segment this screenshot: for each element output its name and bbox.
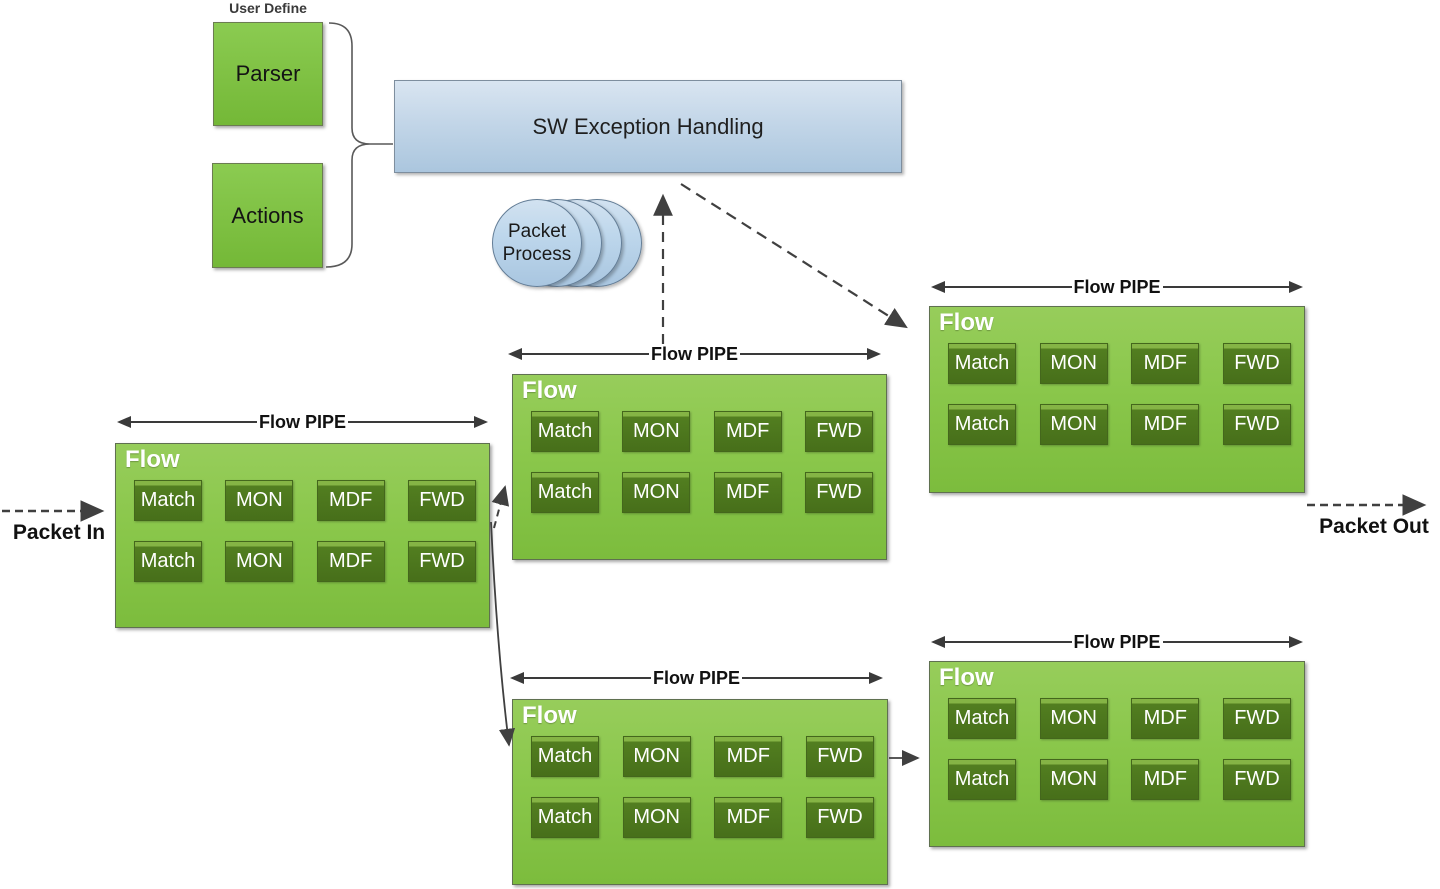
arrow-left-icon bbox=[508, 348, 522, 360]
flow-pipe-2-header: Flow PIPE bbox=[508, 343, 882, 365]
flow-pipe-1-row-2: Match MON MDF FWD bbox=[134, 541, 476, 582]
flow-pipe-3-row-1: Match MON MDF FWD bbox=[948, 343, 1291, 384]
pipe-stage-fwd: FWD bbox=[1222, 404, 1291, 445]
pipe-stage-fwd: FWD bbox=[1222, 343, 1291, 384]
pipe-stage-match: Match bbox=[948, 404, 1016, 445]
pipe-stage-mdf: MDF bbox=[1131, 759, 1200, 800]
arrow-left-icon bbox=[510, 672, 524, 684]
arrow-right-icon bbox=[869, 672, 884, 684]
pipe1-to-pipe4-arrow bbox=[490, 521, 516, 747]
pipe-stage-fwd: FWD bbox=[805, 797, 874, 838]
pipe-stage-mdf: MDF bbox=[316, 541, 385, 582]
pipe-stage-match: Match bbox=[948, 698, 1016, 739]
pipe-stage-match: Match bbox=[948, 759, 1016, 800]
flow-pipe-1-flow-label: Flow bbox=[125, 446, 180, 473]
pipe-stage-mon: MON bbox=[225, 480, 294, 521]
flow-pipe-1-header: Flow PIPE bbox=[117, 411, 489, 433]
pipe-stage-mon: MON bbox=[1039, 343, 1108, 384]
flow-pipe-5-title: Flow PIPE bbox=[1073, 631, 1161, 652]
parser-box: Parser bbox=[213, 22, 323, 126]
pipe-stage-mdf: MDF bbox=[1131, 698, 1200, 739]
arrow-left-icon bbox=[931, 281, 945, 293]
flow-pipe-4-row-2: Match MON MDF FWD bbox=[531, 797, 874, 838]
pipe-stage-mdf: MDF bbox=[714, 797, 783, 838]
arrow-left-icon bbox=[117, 416, 131, 428]
flow-pipe-2-flow-label: Flow bbox=[522, 377, 577, 404]
pipe-stage-match: Match bbox=[134, 480, 202, 521]
pipe1-to-pipe2-arrow bbox=[491, 485, 510, 529]
arrow-right-icon bbox=[1289, 636, 1304, 648]
pipe-stage-fwd: FWD bbox=[407, 480, 476, 521]
pipe-stage-fwd: FWD bbox=[1222, 698, 1291, 739]
flow-pipe-5-header: Flow PIPE bbox=[931, 631, 1304, 653]
flow-pipe-2-row-1: Match MON MDF FWD bbox=[531, 411, 873, 452]
packet-in-label: Packet In bbox=[12, 521, 106, 544]
flow-pipe-3-title: Flow PIPE bbox=[1073, 276, 1161, 297]
flow-pipe-4-header: Flow PIPE bbox=[510, 667, 884, 689]
flow-pipe-5-flow-label: Flow bbox=[939, 664, 994, 691]
pipe-stage-fwd: FWD bbox=[805, 736, 874, 777]
pipe-stage-mdf: MDF bbox=[713, 411, 782, 452]
user-define-label: User Define bbox=[229, 0, 307, 16]
pipe-stage-mon: MON bbox=[1039, 404, 1108, 445]
pipe-stage-mon: MON bbox=[622, 797, 691, 838]
pipe-stage-mon: MON bbox=[622, 411, 691, 452]
packet-process-circle-1 bbox=[492, 199, 582, 287]
pipe-stage-mdf: MDF bbox=[316, 480, 385, 521]
pipe-stage-mdf: MDF bbox=[1131, 404, 1200, 445]
pipe-stage-fwd: FWD bbox=[804, 411, 873, 452]
pipe-stage-match: Match bbox=[134, 541, 202, 582]
pipe-stage-mdf: MDF bbox=[1131, 343, 1200, 384]
pipe-stage-match: Match bbox=[531, 736, 599, 777]
pipe-stage-match: Match bbox=[948, 343, 1016, 384]
actions-label: Actions bbox=[231, 202, 304, 228]
packet-out-label: Packet Out bbox=[1319, 515, 1429, 538]
pipe-stage-fwd: FWD bbox=[407, 541, 476, 582]
sw-exception-handling-box: SW Exception Handling bbox=[394, 80, 902, 173]
flow-pipe-3-flow-label: Flow bbox=[939, 309, 994, 336]
pipe-stage-match: Match bbox=[531, 411, 599, 452]
parser-label: Parser bbox=[235, 61, 301, 86]
flow-pipe-5-row-2: Match MON MDF FWD bbox=[948, 759, 1291, 800]
pipe-stage-mdf: MDF bbox=[714, 736, 783, 777]
flow-pipe-4-title: Flow PIPE bbox=[653, 667, 741, 688]
arrow-left-icon bbox=[931, 636, 945, 648]
flow-pipe-1-title: Flow PIPE bbox=[259, 411, 347, 432]
pipe-stage-mon: MON bbox=[622, 736, 691, 777]
arrow-right-icon bbox=[1289, 281, 1304, 293]
flow-pipe-2-row-2: Match MON MDF FWD bbox=[531, 472, 873, 513]
pipe-stage-mon: MON bbox=[622, 472, 691, 513]
pipe-stage-match: Match bbox=[531, 472, 599, 513]
actions-box: Actions bbox=[212, 163, 323, 268]
pipe-stage-fwd: FWD bbox=[804, 472, 873, 513]
pipe-stage-match: Match bbox=[531, 797, 599, 838]
pipe-stage-mon: MON bbox=[225, 541, 294, 582]
pipe-stage-mon: MON bbox=[1039, 698, 1108, 739]
packet-process-label: Packet Process bbox=[502, 220, 572, 265]
arrow-right-icon bbox=[867, 348, 882, 360]
arrow-right-icon bbox=[474, 416, 489, 428]
flow-pipe-4-flow-label: Flow bbox=[522, 702, 577, 729]
user-define-brace bbox=[325, 22, 371, 268]
flow-pipe-3-header: Flow PIPE bbox=[931, 276, 1304, 298]
flow-pipe-1-row-1: Match MON MDF FWD bbox=[134, 480, 476, 521]
flow-pipe-2-title: Flow PIPE bbox=[651, 343, 739, 364]
sw-exception-handling-label: SW Exception Handling bbox=[532, 113, 764, 139]
pipe-stage-mdf: MDF bbox=[713, 472, 782, 513]
pipe-stage-mon: MON bbox=[1039, 759, 1108, 800]
pipe-stage-fwd: FWD bbox=[1222, 759, 1291, 800]
flow-pipe-4-row-1: Match MON MDF FWD bbox=[531, 736, 874, 777]
flow-pipe-5-row-1: Match MON MDF FWD bbox=[948, 698, 1291, 739]
sw-to-pipe3-arrow bbox=[680, 183, 908, 329]
flow-pipe-3-row-2: Match MON MDF FWD bbox=[948, 404, 1291, 445]
